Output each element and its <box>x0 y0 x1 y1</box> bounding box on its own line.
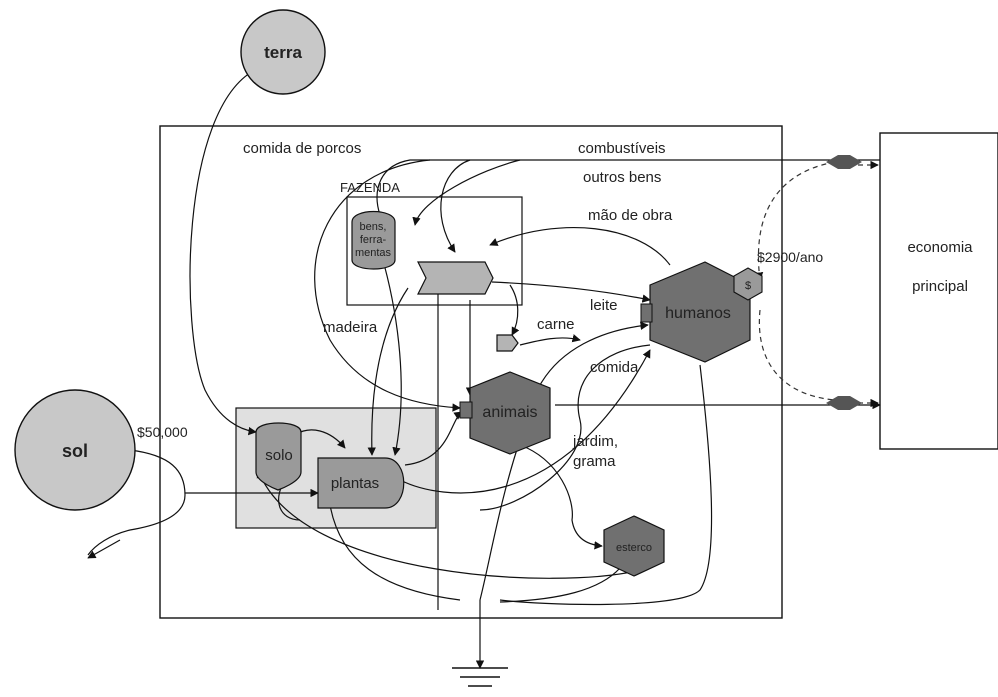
animais-label: animais <box>482 404 537 421</box>
sol-value-label: $50,000 <box>137 424 188 440</box>
solo-storage <box>255 422 302 491</box>
comida-porcos-label: comida de porcos <box>243 140 361 157</box>
madeira-label: madeira <box>323 319 378 336</box>
price-label: $2900/ano <box>757 249 823 265</box>
economy-label-1: economia <box>907 239 973 256</box>
economy-box <box>879 132 998 450</box>
flow-lines <box>87 69 881 669</box>
grama-label: grama <box>573 453 616 470</box>
money-label: $ <box>745 280 751 292</box>
economy-label-2: principal <box>912 278 968 295</box>
fazenda-box <box>346 196 523 306</box>
bens-label-3: mentas <box>355 247 392 259</box>
bens-label-1: bens, <box>360 221 387 233</box>
heat-sink-icon <box>452 667 508 687</box>
animais-input-tab <box>459 401 473 419</box>
humanos-label: humanos <box>665 305 731 322</box>
esterco-storage <box>603 515 665 577</box>
small-process-node <box>496 334 519 352</box>
comida-label: comida <box>590 359 639 376</box>
money-icon <box>733 267 763 301</box>
carne-label: carne <box>537 316 575 333</box>
transaction-icon-bottom <box>826 396 862 410</box>
outros-bens-label: outros bens <box>583 169 661 186</box>
leite-label: leite <box>590 297 618 314</box>
solo-label: solo <box>265 447 293 464</box>
mao-de-obra-label: mão de obra <box>588 207 673 224</box>
transaction-icon-top <box>826 155 862 169</box>
sol-source <box>14 389 136 511</box>
sol-label: sol <box>62 441 88 461</box>
fazenda-label: FAZENDA <box>340 180 400 195</box>
humanos-input-tab <box>640 303 653 323</box>
plantas-label: plantas <box>331 475 379 492</box>
bens-storage <box>351 211 396 270</box>
plantas-producer <box>317 457 405 509</box>
system-boundary <box>159 125 783 619</box>
jardim-label: jardim, <box>572 433 618 450</box>
esterco-label: esterco <box>616 542 652 554</box>
animais-consumer <box>469 371 551 455</box>
bens-label-2: ferra- <box>360 234 387 246</box>
terra-label: terra <box>264 43 302 62</box>
terra-source <box>240 9 326 95</box>
humanos-consumer <box>649 261 751 363</box>
combustiveis-label: combustíveis <box>578 140 666 157</box>
process-node <box>417 261 494 295</box>
